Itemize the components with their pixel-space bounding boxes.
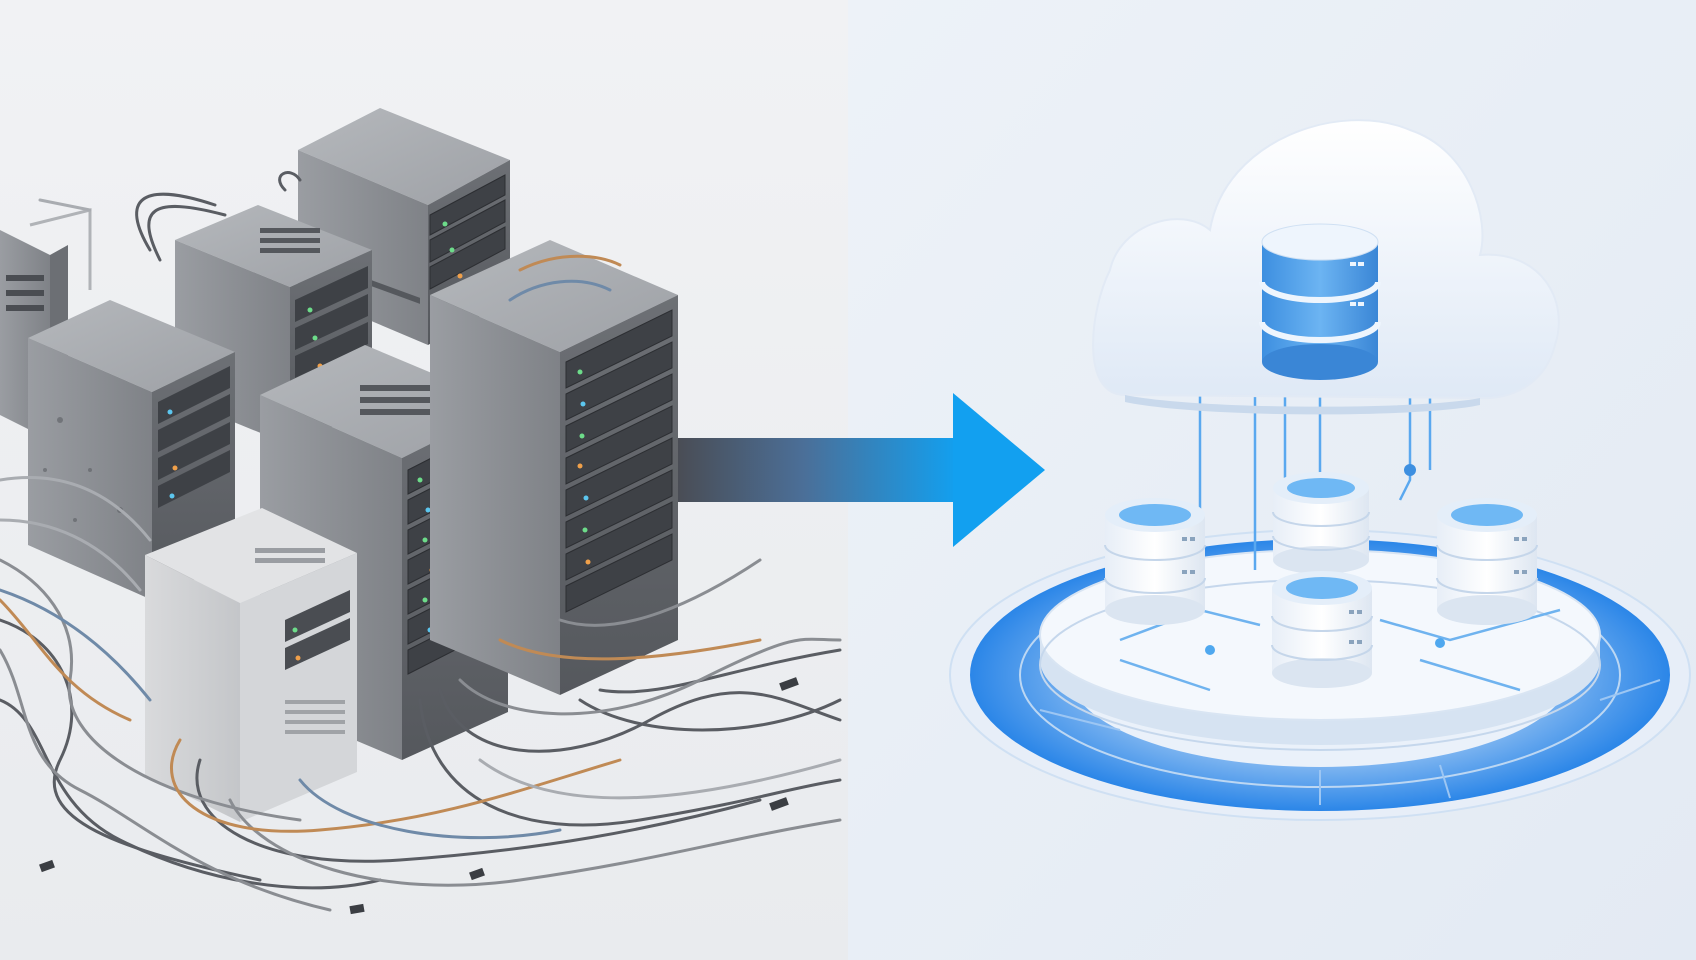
database-cylinder-icon	[1259, 223, 1381, 380]
cloud-platform-group	[949, 119, 1691, 821]
database-cylinder-icon	[1272, 472, 1370, 574]
arrow-right-icon	[678, 393, 1045, 547]
server-rack-icon	[145, 508, 357, 822]
server-rack-icon	[430, 240, 678, 695]
server-rack-icon	[175, 205, 372, 445]
database-cylinder-icon	[1104, 498, 1206, 625]
database-cylinder-icon	[1271, 571, 1373, 688]
network-cables	[0, 171, 842, 915]
server-racks-group	[0, 108, 678, 822]
database-cylinder-icon	[1436, 498, 1538, 625]
